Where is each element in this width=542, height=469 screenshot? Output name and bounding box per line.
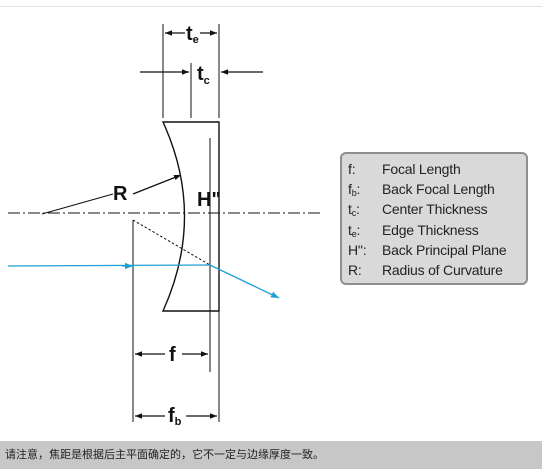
radius-leader (41, 193, 114, 215)
tc-label: tc (197, 63, 210, 87)
legend-box: f: Focal Length fb: Back Focal Length tc… (340, 152, 528, 285)
legend-item: H": Back Principal Plane (348, 242, 526, 262)
legend-symbol: f: (348, 161, 356, 177)
lens-diagram: te tc R H" f fb (7, 23, 322, 428)
legend-symbol: fb: (348, 181, 361, 199)
outgoing-ray (209, 264, 280, 299)
te-label: te (186, 23, 199, 46)
legend-description: Focal Length (382, 161, 461, 177)
legend-description: Edge Thickness (382, 221, 479, 238)
radius-label: R (113, 183, 128, 205)
legend-description: Back Principal Plane (382, 241, 507, 258)
footer-note: 请注意，焦距是根据后主平面确定的，它不一定与边缘厚度一致。 (0, 441, 542, 469)
incoming-ray (7, 264, 211, 267)
legend-item: f: Focal Length (348, 161, 526, 181)
radius-arrow (132, 174, 182, 195)
legend-item: fb: Back Focal Length (348, 181, 526, 201)
legend-description: Radius of Curvature (382, 262, 503, 279)
legend-symbol: tc: (348, 201, 360, 219)
legend-symbol: te: (348, 221, 361, 239)
legend-description: Back Focal Length (382, 181, 495, 198)
legend-item: tc: Center Thickness (348, 201, 526, 221)
top-divider (0, 6, 542, 7)
principal-plane-label: H" (197, 189, 221, 211)
back-focal-length-label: fb (168, 405, 182, 428)
legend-symbol: H": (348, 241, 367, 258)
lens-body (161, 121, 220, 312)
focal-length-label: f (169, 344, 176, 366)
construction-dashed (132, 219, 211, 266)
legend-item: R: Radius of Curvature (348, 262, 526, 282)
legend-description: Center Thickness (382, 201, 488, 218)
legend-symbol: R: (348, 262, 362, 279)
legend-item: te: Edge Thickness (348, 222, 526, 242)
